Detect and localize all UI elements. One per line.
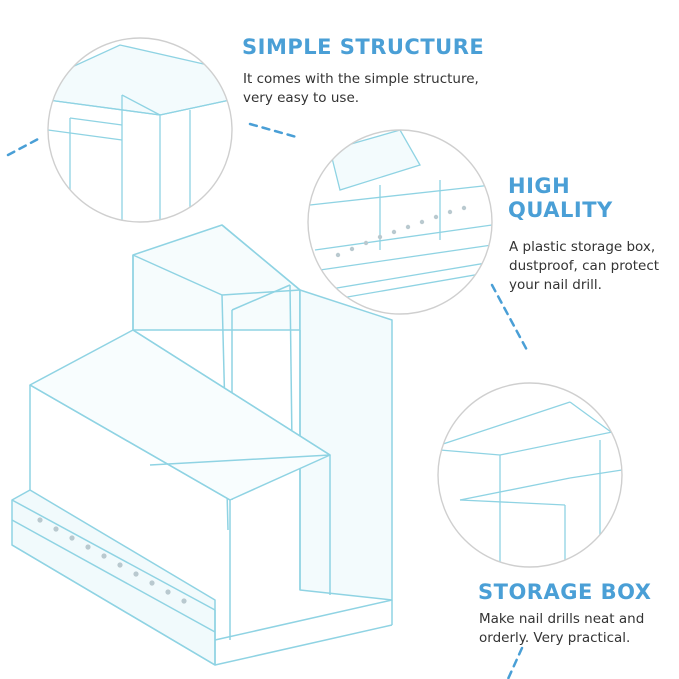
feature-text-line: orderly. Very practical. [479, 630, 631, 646]
feature-text-line: dustproof, can protect [509, 258, 660, 274]
detail-circle-quality [307, 129, 493, 315]
detail-circle-structure [47, 37, 233, 223]
feature-text-line: your nail drill. [509, 277, 602, 293]
feature-text-line: A plastic storage box, [509, 239, 656, 255]
acrylic-storage-box [11, 224, 393, 666]
feature-title-line: QUALITY [508, 198, 613, 223]
feature-text-quality: A plastic storage box, dustproof, can pr… [509, 238, 659, 295]
feature-title-line: HIGH [508, 174, 571, 198]
feature-text-structure: It comes with the simple structure, very… [243, 70, 479, 108]
dashed-connectors [6, 122, 530, 679]
feature-title-quality: HIGH QUALITY [508, 174, 613, 222]
feature-text-storage: Make nail drills neat and orderly. Very … [479, 610, 644, 648]
feature-title-storage: STORAGE BOX [478, 580, 652, 604]
feature-title-structure: SIMPLE STRUCTURE [242, 35, 485, 59]
drill-holes [37, 517, 187, 604]
feature-text-line: It comes with the simple structure, [243, 71, 479, 87]
feature-text-line: Make nail drills neat and [479, 611, 645, 627]
feature-text-line: very easy to use. [243, 90, 360, 106]
detail-circle-storage [437, 382, 623, 568]
